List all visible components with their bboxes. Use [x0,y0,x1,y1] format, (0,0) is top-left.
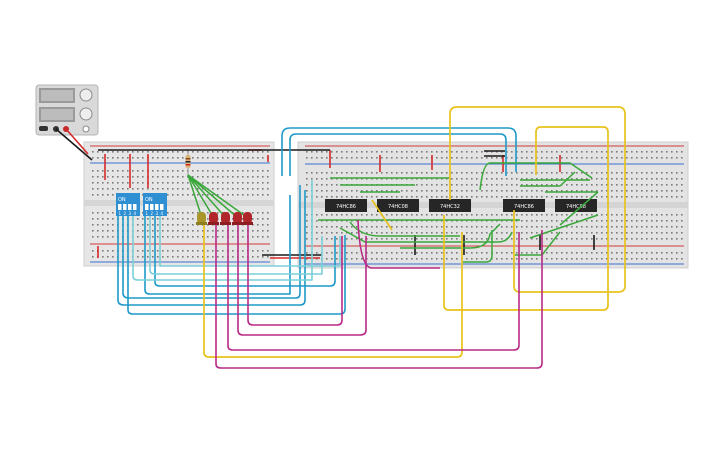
wire-blue [127,216,346,315]
dip-switch-1-pos-1: 1 [119,211,122,216]
wire-yellow [371,199,393,231]
wire-green [187,174,203,219]
wire-green [463,230,493,263]
wire-blue [144,195,291,295]
dip-switch-2-pos-2: 2 [151,211,154,216]
wire-blue [289,133,507,176]
chip-3-label: 74HC32 [440,204,460,210]
wire-light-blue [159,216,341,267]
wire-green [400,223,501,249]
dip-switch-1-pos-2: 2 [124,211,127,216]
chip-1[interactable]: 74HC86 [325,199,367,212]
wires [55,106,626,369]
large-breadboard-holes [306,151,683,260]
wire-green [349,221,460,237]
wire-green [479,162,593,191]
wire-magenta [237,222,367,336]
led-1[interactable] [196,212,207,225]
chip-4-label: 74HC86 [514,204,534,210]
resistor[interactable] [185,150,191,175]
chip-5-label: 74HC08 [566,204,586,210]
dip-switch-1-on-label: ON [118,197,126,203]
dip-switch-2-pos-4: 4 [161,211,164,216]
dip-switch-1-pos-4: 4 [134,211,137,216]
wire-magenta [215,222,543,369]
dip-switch-2-pos-1: 1 [146,211,149,216]
led-3[interactable] [220,212,231,225]
chip-5[interactable]: 74HC08 [555,199,597,212]
wire-light-blue [132,180,313,281]
wire-green [520,171,576,187]
wire-yellow [203,222,463,358]
wire-green [559,191,599,226]
wire-yellow [443,126,609,311]
dip-switch-2-on-label: ON [145,197,153,203]
small-breadboard [83,141,275,267]
dip-switch-1-pos-3: 3 [129,211,132,216]
dip-switch-2-pos-3: 3 [156,211,159,216]
chip-4[interactable]: 74HC86 [503,199,545,212]
wire-magenta [357,219,440,269]
wire-black [55,128,93,161]
wire-red [65,128,89,155]
wire-blue [281,127,517,176]
power-supply[interactable] [35,84,99,136]
wire-yellow [449,106,626,293]
led-2[interactable] [208,212,219,225]
wire-light-blue [149,216,323,275]
wire-green [187,174,239,219]
wire-magenta [247,222,343,326]
wire-green [187,174,249,219]
wire-magenta [227,222,520,351]
led-4[interactable] [232,212,243,225]
led-5[interactable] [242,212,253,225]
wire-green [187,174,215,219]
dip-switch-2[interactable]: ON 1 2 3 4 [143,193,167,216]
wire-blue [122,185,301,299]
chip-2[interactable]: 74HC08 [377,199,419,212]
chip-1-label: 74HC86 [336,204,356,210]
wire-green [187,174,227,219]
dip-switch-1[interactable]: ON 1 2 3 4 [116,193,140,216]
wire-blue [117,190,306,306]
wire-green [339,227,513,243]
chip-2-label: 74HC08 [388,204,408,210]
chip-3[interactable]: 74HC32 [429,199,471,212]
wire-blue [154,216,336,287]
